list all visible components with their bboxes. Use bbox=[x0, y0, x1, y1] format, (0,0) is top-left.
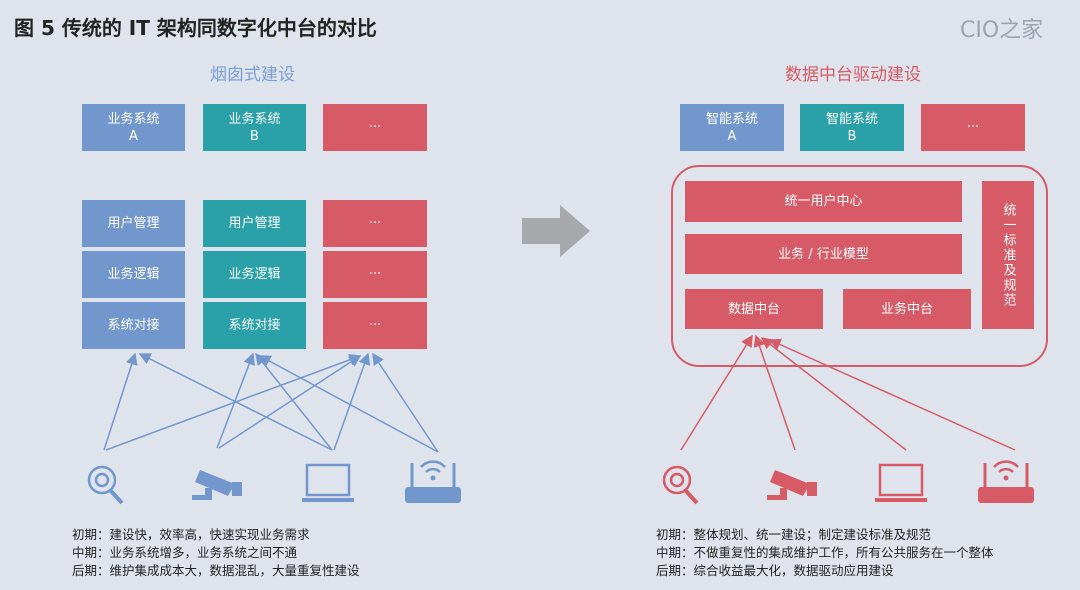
business-logic-b: 业务逻辑 bbox=[203, 251, 306, 298]
business-industry-model: 业务 / 行业模型 bbox=[685, 234, 962, 274]
label: 业务系统 bbox=[107, 111, 160, 127]
note-line: 后期：维护集成成本大，数据混乱，大量重复性建设 bbox=[72, 563, 360, 578]
note-line: 中期：不做重复性的集成维护工作，所有公共服务在一个整体 bbox=[656, 545, 994, 560]
label: A bbox=[727, 128, 737, 144]
business-system-more: ··· bbox=[323, 104, 427, 151]
more-1: ··· bbox=[323, 200, 427, 247]
label: B bbox=[847, 128, 857, 144]
label: 业务系统 bbox=[228, 111, 281, 127]
label: B bbox=[250, 128, 259, 144]
label: 智能系统 bbox=[825, 111, 878, 127]
note-line: 初期：整体规划、统一建设；制定建设标准及规范 bbox=[656, 527, 932, 542]
camera-icon-right bbox=[767, 470, 817, 500]
unified-user-center: 统一用户中心 bbox=[685, 181, 962, 222]
camera-icon bbox=[192, 470, 242, 500]
transition-arrow-icon bbox=[522, 205, 590, 257]
user-management-a: 用户管理 bbox=[82, 200, 185, 247]
left-connection-lines bbox=[103, 352, 439, 453]
user-management-b: 用户管理 bbox=[203, 200, 306, 247]
watermark: CIO之家 bbox=[960, 18, 1044, 43]
router-icon bbox=[405, 460, 461, 503]
right-heading: 数据中台驱动建设 bbox=[785, 65, 921, 85]
note-line: 初期：建设快，效率高，快速实现业务需求 bbox=[72, 527, 310, 542]
gear-search-icon bbox=[87, 465, 124, 505]
smart-system-more: ··· bbox=[921, 104, 1025, 151]
figure-title: 图 5 传统的 IT 架构同数字化中台的对比 bbox=[14, 16, 377, 40]
business-logic-a: 业务逻辑 bbox=[82, 251, 185, 298]
label: 智能系统 bbox=[705, 111, 758, 127]
right-notes: 初期：整体规划、统一建设；制定建设标准及规范中期：不做重复性的集成维护工作，所有… bbox=[656, 526, 994, 580]
system-integration-b: 系统对接 bbox=[203, 302, 306, 349]
system-integration-a: 系统对接 bbox=[82, 302, 185, 349]
laptop-icon-right bbox=[875, 463, 927, 502]
laptop-icon bbox=[302, 463, 354, 502]
note-line: 后期：综合收益最大化，数据驱动应用建设 bbox=[656, 563, 894, 578]
gear-search-icon-right bbox=[662, 465, 699, 505]
platform-container bbox=[671, 165, 1048, 367]
right-connection-lines bbox=[680, 334, 1016, 451]
left-notes: 初期：建设快，效率高，快速实现业务需求中期：业务系统增多，业务系统之间不通后期：… bbox=[72, 526, 360, 580]
more-2: ··· bbox=[323, 251, 427, 298]
more-3: ··· bbox=[323, 302, 427, 349]
unified-standards: 统一标准及规范 bbox=[982, 181, 1034, 329]
label: ··· bbox=[966, 120, 980, 135]
data-platform: 数据中台 bbox=[685, 289, 823, 329]
note-line: 中期：业务系统增多，业务系统之间不通 bbox=[72, 545, 298, 560]
router-icon-right bbox=[978, 460, 1034, 503]
label: ··· bbox=[368, 120, 382, 135]
business-platform: 业务中台 bbox=[843, 289, 971, 329]
label: A bbox=[129, 128, 138, 144]
left-heading: 烟囱式建设 bbox=[210, 65, 295, 85]
